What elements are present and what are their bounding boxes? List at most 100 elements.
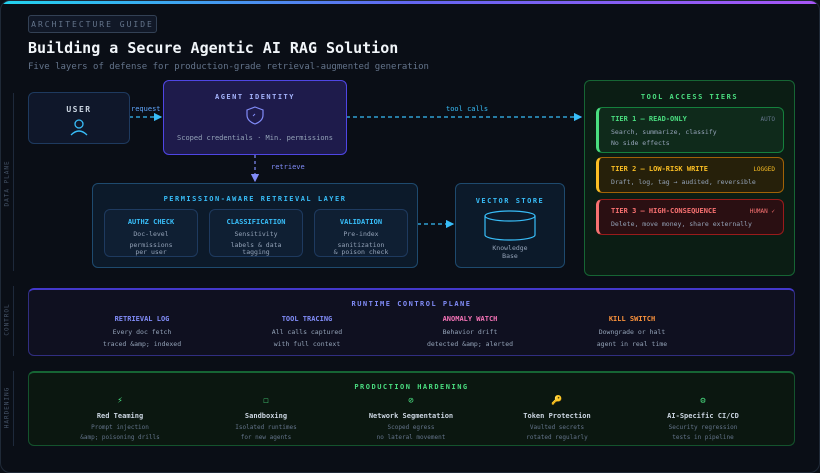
- tier-1-name: TIER 1 — READ-ONLY: [611, 115, 687, 123]
- tier-2-card: TIER 2 — LOW-RISK WRITE LOGGED Draft, lo…: [596, 157, 784, 193]
- page-subtitle: Five layers of defense for production-gr…: [28, 62, 429, 72]
- runtime-control-plane-title: RUNTIME CONTROL PLANE: [351, 300, 472, 308]
- classification-box: CLASSIFICATION Sensitivity labels & data…: [209, 209, 303, 257]
- kill-switch-title: KILL SWITCH: [608, 315, 656, 323]
- retrieval-log-item: RETRIEVAL LOG Every doc fetch traced &am…: [87, 315, 197, 348]
- validation-line1: Pre-index: [343, 230, 379, 238]
- runtime-control-plane-box: RUNTIME CONTROL PLANE RETRIEVAL LOG Ever…: [28, 288, 795, 356]
- agent-identity-title: AGENT IDENTITY: [214, 93, 295, 101]
- anomaly-watch-title: ANOMALY WATCH: [442, 315, 498, 323]
- authz-check-line2: permissions: [129, 241, 173, 249]
- control-divider: [13, 286, 14, 356]
- hardening-divider: [13, 371, 14, 446]
- ai-cicd-line2: tests in pipeline: [672, 434, 734, 441]
- classification-line2: labels & data: [230, 241, 282, 249]
- tier-3-line1: Delete, move money, share externally: [611, 220, 752, 228]
- network-segmentation-item: ⊘ Network Segmentation Scoped egress no …: [356, 396, 466, 441]
- authz-check-line1: Doc-level: [133, 230, 169, 238]
- user-label: USER: [66, 105, 92, 114]
- red-teaming-line2: &amp; poisoning drills: [80, 434, 160, 441]
- tier-3-name: TIER 3 — HIGH-CONSEQUENCE: [611, 207, 717, 215]
- key-icon: 🔑: [551, 396, 563, 406]
- tier-2-name: TIER 2 — LOW-RISK WRITE: [611, 165, 708, 173]
- kill-switch-line1: Downgrade or halt: [598, 328, 666, 336]
- ai-cicd-item: ⚙ AI-Specific CI/CD Security regression …: [648, 396, 758, 441]
- network-segmentation-line1: Scoped egress: [387, 424, 435, 431]
- token-protection-item: 🔑 Token Protection Vaulted secrets rotat…: [502, 396, 612, 441]
- anomaly-watch-line2: detected &amp; alerted: [426, 340, 514, 348]
- anomaly-watch-line1: Behavior drift: [442, 328, 498, 336]
- vector-store-box: VECTOR STORE Knowledge Base: [455, 183, 565, 268]
- retrieval-log-title: RETRIEVAL LOG: [114, 315, 170, 323]
- tier-2-badge: LOGGED: [753, 166, 775, 173]
- retrieval-log-line1: Every doc fetch: [112, 328, 172, 336]
- authz-check-box: AUTHZ CHECK Doc-level permissions per us…: [104, 209, 198, 257]
- network-segmentation-line2: no lateral movement: [376, 434, 446, 441]
- validation-line2: sanitization: [337, 241, 385, 249]
- ai-cicd-title: AI-Specific CI/CD: [667, 412, 739, 420]
- request-label: request: [131, 105, 161, 113]
- sandboxing-title: Sandboxing: [244, 412, 288, 420]
- production-hardening-box: PRODUCTION HARDENING ⚡ Red Teaming Promp…: [28, 371, 795, 446]
- accent-bar: [1, 1, 819, 4]
- red-teaming-title: Red Teaming: [96, 412, 144, 420]
- tier-3-card: TIER 3 — HIGH-CONSEQUENCE HUMAN ✓ Delete…: [596, 199, 784, 235]
- lightning-icon: ⚡: [117, 396, 123, 406]
- tool-access-tiers-box: TOOL ACCESS TIERS TIER 1 — READ-ONLY AUT…: [584, 80, 795, 276]
- classification-line1: Sensitivity: [234, 230, 278, 238]
- retrieval-layer-title: PERMISSION-AWARE RETRIEVAL LAYER: [163, 195, 347, 203]
- validation-title: VALIDATION: [339, 218, 383, 226]
- vector-store-line1: Knowledge: [492, 244, 528, 252]
- shield-icon: [246, 106, 264, 125]
- production-hardening-title: PRODUCTION HARDENING: [354, 383, 469, 391]
- ai-cicd-line1: Security regression: [668, 424, 738, 431]
- validation-line3: & poison check: [333, 248, 389, 256]
- vector-store-title: VECTOR STORE: [475, 197, 545, 205]
- database-icon: [484, 210, 536, 241]
- tier-1-card: TIER 1 — READ-ONLY AUTO Search, summariz…: [596, 107, 784, 153]
- agent-identity-box: AGENT IDENTITY Scoped credentials · Min.…: [163, 80, 347, 155]
- network-segmentation-title: Network Segmentation: [368, 412, 454, 420]
- kill-switch-item: KILL SWITCH Downgrade or halt agent in r…: [577, 315, 687, 348]
- user-icon: [70, 119, 88, 136]
- user-box: USER: [28, 92, 130, 144]
- token-protection-line1: Vaulted secrets: [529, 424, 585, 431]
- sandbox-icon: ☐: [263, 396, 269, 406]
- authz-check-line3: per user: [135, 248, 167, 256]
- anomaly-watch-item: ANOMALY WATCH Behavior drift detected &a…: [415, 315, 525, 348]
- data-plane-divider: [13, 93, 14, 271]
- page-title: Building a Secure Agentic AI RAG Solutio…: [28, 39, 399, 57]
- sandboxing-line2: for new agents: [240, 434, 292, 441]
- tier-1-line2: No side effects: [611, 139, 670, 147]
- validation-box: VALIDATION Pre-index sanitization & pois…: [314, 209, 408, 257]
- vector-store-line2: Base: [502, 252, 518, 260]
- architecture-guide-badge: ARCHITECTURE GUIDE: [28, 15, 157, 33]
- retrieve-label: retrieve: [271, 163, 305, 171]
- tier-2-line1: Draft, log, tag → audited, reversible: [611, 178, 756, 186]
- no-entry-icon: ⊘: [408, 396, 414, 406]
- tier-1-badge: AUTO: [760, 116, 775, 123]
- authz-check-title: AUTHZ CHECK: [127, 218, 175, 226]
- tool-tracing-item: TOOL TRACING All calls captured with ful…: [252, 315, 362, 348]
- tier-3-badge: HUMAN ✓: [749, 208, 775, 215]
- retrieval-layer-box: PERMISSION-AWARE RETRIEVAL LAYER AUTHZ C…: [92, 183, 418, 268]
- sandboxing-item: ☐ Sandboxing Isolated runtimes for new a…: [211, 396, 321, 441]
- token-protection-title: Token Protection: [523, 412, 591, 420]
- tool-tracing-line2: with full context: [273, 340, 341, 348]
- gear-icon: ⚙: [700, 396, 706, 406]
- tool-calls-label: tool calls: [446, 105, 489, 113]
- tool-access-tiers-title: TOOL ACCESS TIERS: [640, 93, 739, 101]
- red-teaming-line1: Prompt injection: [91, 424, 149, 431]
- retrieval-log-line2: traced &amp; indexed: [102, 340, 182, 348]
- sandboxing-line1: Isolated runtimes: [235, 424, 297, 431]
- classification-line3: tagging: [242, 248, 270, 256]
- tool-tracing-title: TOOL TRACING: [281, 315, 333, 323]
- red-teaming-item: ⚡ Red Teaming Prompt injection &amp; poi…: [65, 396, 175, 441]
- tier-1-line1: Search, summarize, classify: [611, 128, 717, 136]
- agent-identity-caption: Scoped credentials · Min. permissions: [177, 134, 333, 142]
- tool-tracing-line1: All calls captured: [271, 328, 343, 336]
- kill-switch-line2: agent in real time: [596, 340, 668, 348]
- token-protection-line2: rotated regularly: [526, 434, 588, 441]
